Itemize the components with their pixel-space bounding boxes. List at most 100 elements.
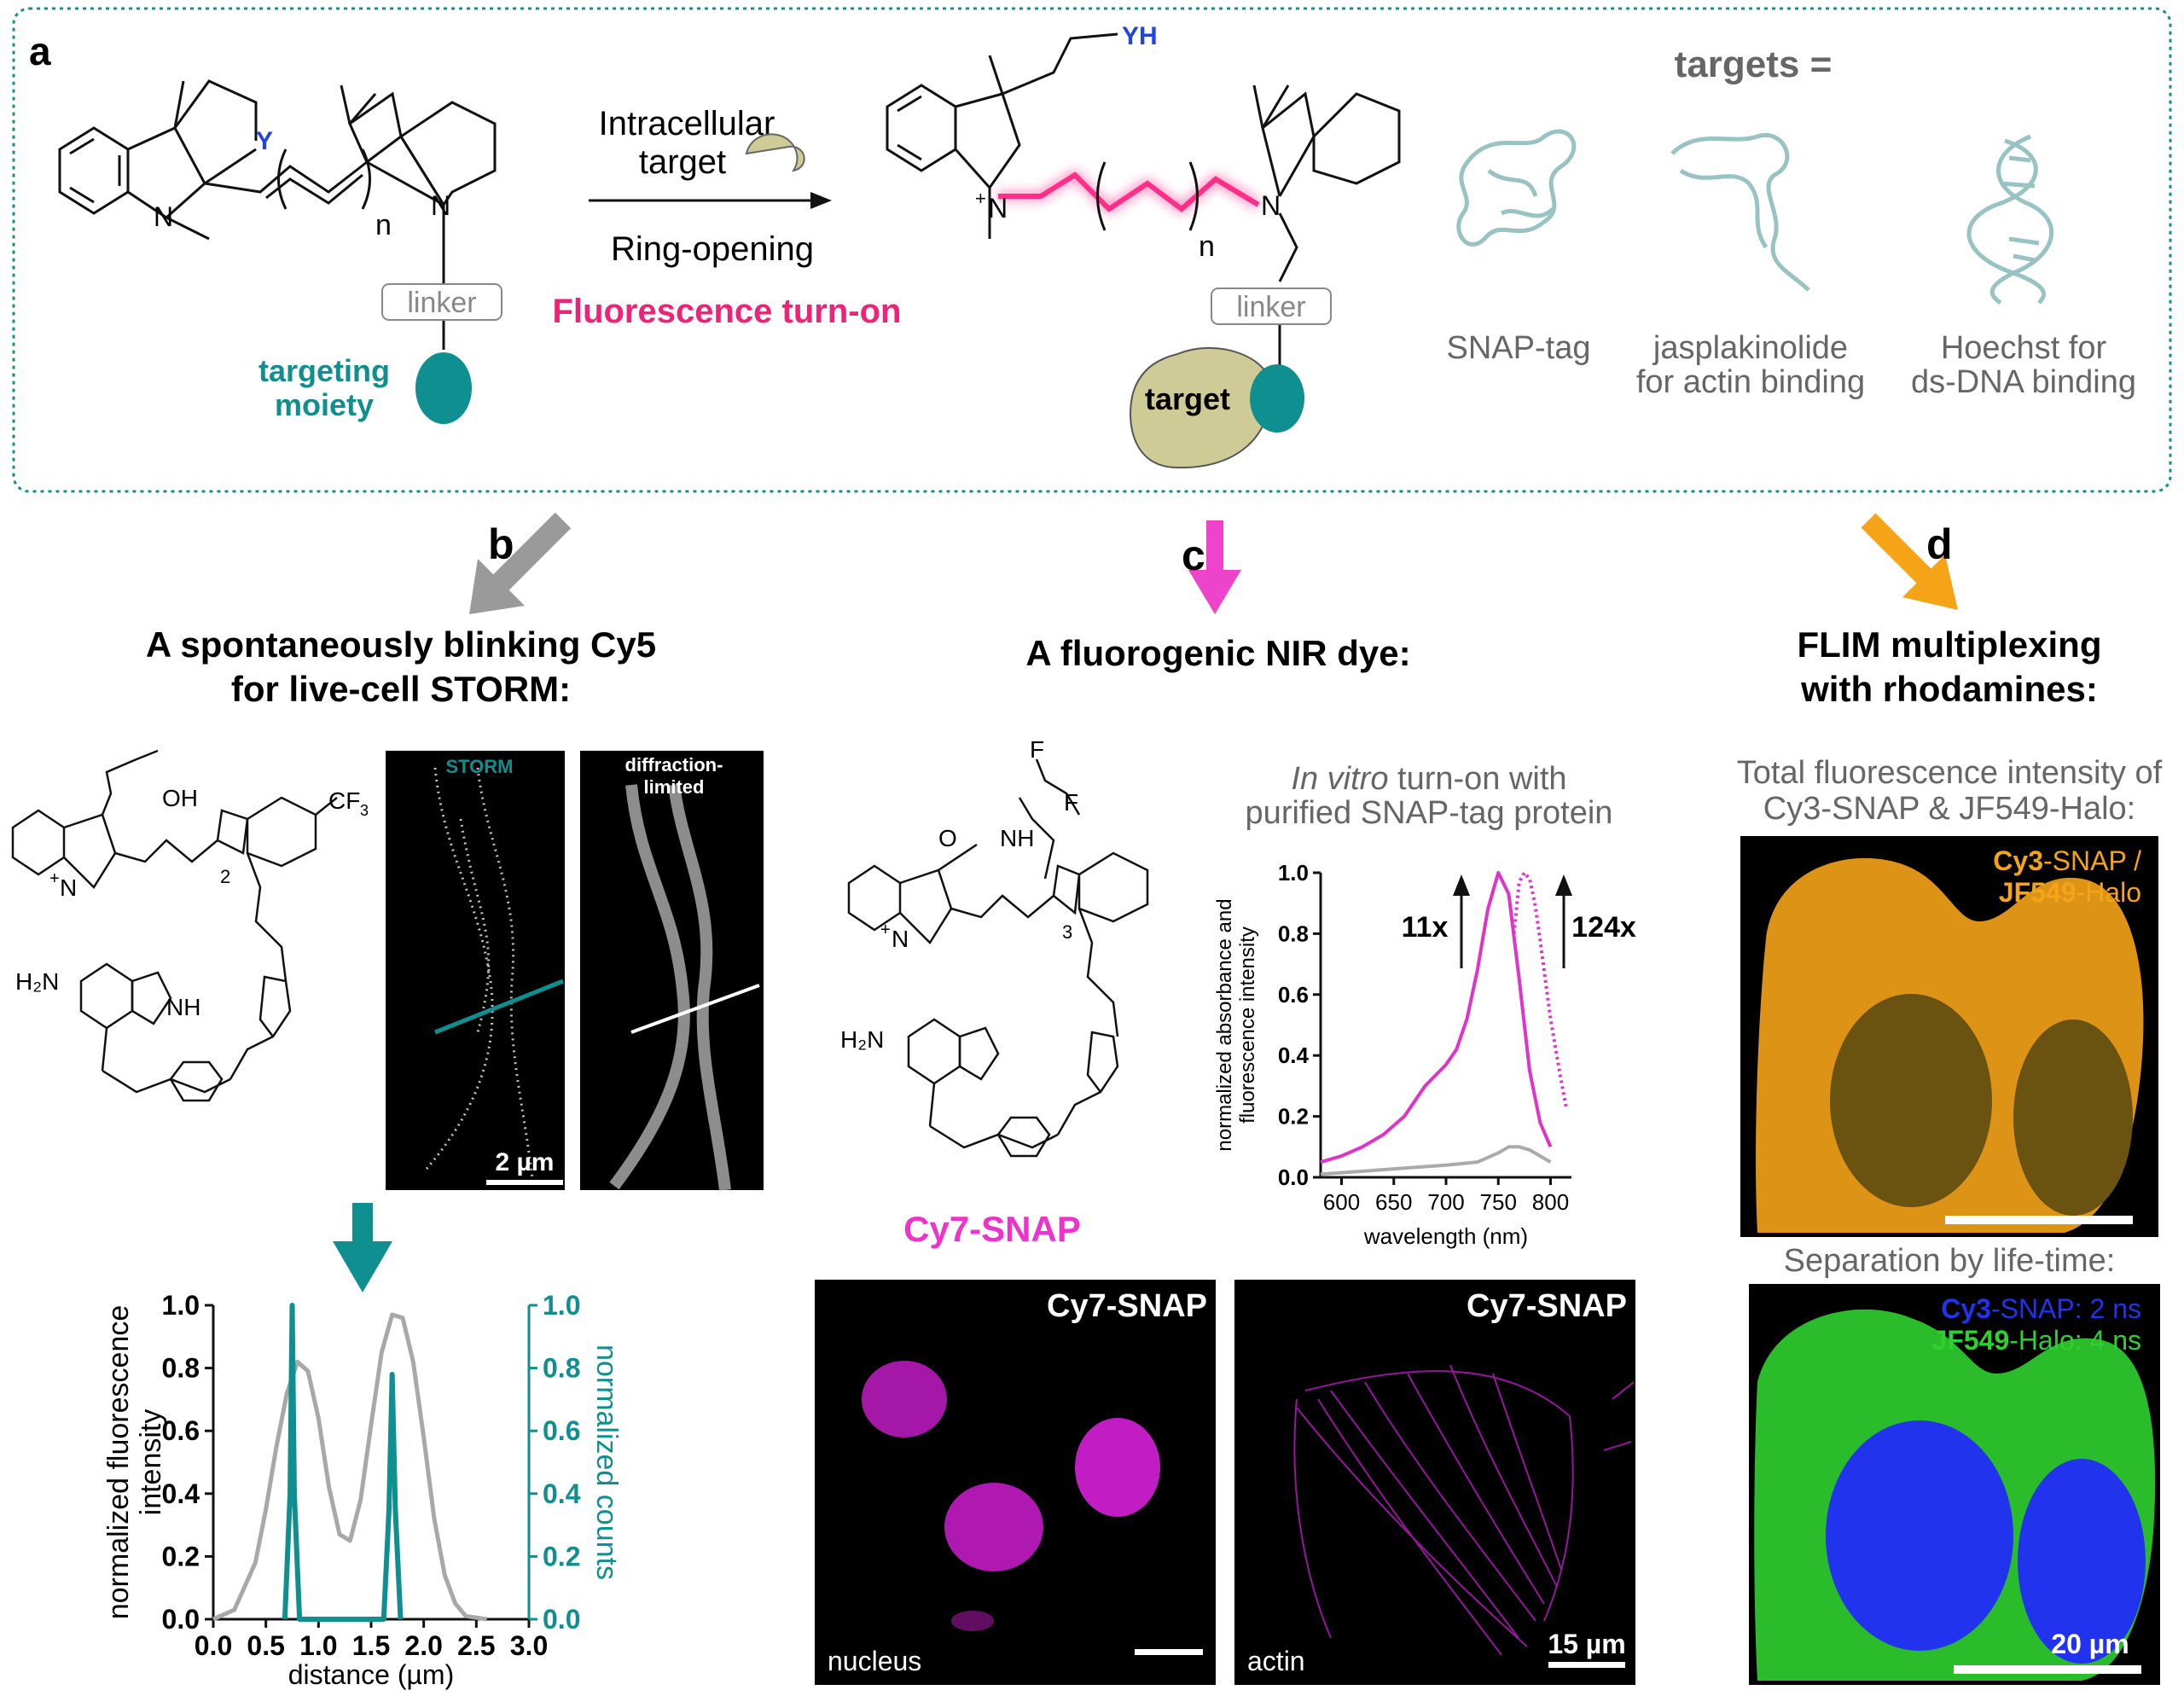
y-tick-label-left: 0.0: [162, 1604, 200, 1635]
right-molecule-bracket-left: [1096, 161, 1107, 231]
left-nitrogen-2: N: [431, 190, 450, 221]
cy7-o: O: [938, 825, 957, 851]
cy7-f2: F: [1064, 789, 1078, 816]
lifetime-nucleus-1: [1826, 1420, 2013, 1651]
right-nitrogen-plus: N: [988, 193, 1008, 224]
fluorescence-turn-on: Fluorescence turn-on: [553, 293, 902, 330]
snap-tag-structure-icon: [1456, 129, 1577, 247]
panel-b-title-line2: for live-cell STORM:: [231, 669, 571, 709]
spectrum-series-2: [1512, 871, 1568, 1108]
left-linker-box: [381, 283, 502, 321]
y-axis-label-line1: normalized absorbance and: [1213, 898, 1236, 1151]
x-tick-label: 2.5: [457, 1630, 495, 1661]
panel-b-arrow: [469, 512, 572, 614]
profile-series-2: [282, 1303, 404, 1622]
target-2-line1: jasplakinolide: [1653, 330, 1848, 366]
y-tick-label-left: 1.0: [162, 1290, 200, 1321]
x-axis-label: wavelength (nm): [1363, 1223, 1528, 1249]
x-tick-label: 0.0: [195, 1630, 232, 1661]
teal-down-arrow: [333, 1203, 392, 1292]
intracellular-target-icon: [745, 133, 805, 172]
cy5-oh: OH: [162, 785, 198, 811]
storm-profile-line: [434, 979, 564, 1035]
lifetime-label-1: Cy3-SNAP: 2 ns: [1941, 1293, 2141, 1324]
cy7-h2n: H₂N: [840, 1026, 884, 1053]
y-tick-label-right: 0.8: [543, 1353, 580, 1384]
inset-title-line2: purified SNAP-tag protein: [1246, 795, 1613, 831]
y-tick-label-left: 0.4: [162, 1478, 200, 1509]
panel-d-subtitle-line1: Total fluorescence intensity of: [1737, 755, 2163, 791]
cy5-cf3: CF: [328, 787, 360, 814]
profile-series-1: [212, 1312, 488, 1622]
target-2-line2: for actin binding: [1636, 364, 1865, 400]
panel-a-letter: a: [29, 29, 51, 73]
intensity-nucleus-2: [2013, 1019, 2133, 1216]
y-tick-label-right: 0.6: [543, 1415, 580, 1446]
actin-scale-label: 15 µm: [1548, 1629, 1625, 1659]
cy7-structure: [847, 758, 1149, 1158]
inset-title-italic: In vitro: [1291, 761, 1388, 797]
cy7-f1: F: [1030, 736, 1044, 763]
x-tick-label: 600: [1323, 1189, 1360, 1215]
separation-label: Separation by life-time:: [1784, 1243, 2116, 1279]
cy7-nplus: N: [892, 926, 909, 952]
cy5-n-sub: 2: [220, 866, 230, 887]
y-tick-label-right: 1.0: [543, 1290, 580, 1321]
y-tick-label-right: 0.2: [543, 1541, 580, 1571]
cy7-plus: +: [880, 921, 891, 939]
diffraction-label-line1: diffraction-: [625, 754, 723, 775]
storm-image: [386, 751, 565, 1190]
y-axis-label-left-line1: normalized fluorescence: [102, 1305, 135, 1620]
storm-label: STORM: [445, 756, 513, 777]
storm-filaments: [425, 767, 535, 1187]
intensity-label-cy3: Cy3: [1993, 845, 2043, 876]
lifetime-scale-label: 20 µm: [2051, 1629, 2129, 1659]
actin-scale-bar: [1548, 1662, 1625, 1668]
y-tick-label: 1.0: [1278, 860, 1309, 886]
cy7-snap-name: Cy7-SNAP: [903, 1209, 1081, 1249]
right-linker-label: linker: [1236, 291, 1305, 323]
y-axis-label-left-line2: intensity: [135, 1409, 167, 1516]
diffraction-limited-image: [580, 751, 764, 1190]
y-axis-label-line2: fluorescence intensity: [1236, 926, 1259, 1124]
panel-d-letter: d: [1926, 520, 1953, 568]
right-n-subscript: n: [1199, 230, 1215, 263]
panel-d-subtitle-line2: Cy3-SNAP & JF549-Halo:: [1763, 791, 2135, 827]
x-tick-label: 3.0: [510, 1630, 548, 1661]
right-yh-label: YH: [1122, 22, 1158, 50]
left-n-subscript: n: [375, 209, 392, 241]
target-protein-shape: [1130, 346, 1273, 469]
cy7-n-sub: 3: [1062, 921, 1072, 943]
inset-title-line1: In vitro turn-on with: [1291, 761, 1566, 797]
spectrum-series-1: [1320, 871, 1553, 1165]
x-tick-label: 0.5: [247, 1630, 284, 1661]
right-linker-box: [1211, 288, 1332, 325]
targeting-moiety-circle: [415, 352, 472, 424]
spectrum-series-3: [1320, 1145, 1552, 1176]
y-tick-label: 0.0: [1278, 1165, 1309, 1190]
diffraction-label-line2: limited: [644, 776, 705, 798]
cy5-plus: +: [49, 869, 60, 888]
fold-arrow-right: [1555, 874, 1572, 968]
actin-structure-icon: [1670, 132, 1810, 292]
left-linker-label: linker: [407, 287, 476, 319]
x-tick-label: 2.0: [404, 1630, 442, 1661]
lifetime-scale-bar: [1954, 1665, 2141, 1674]
fold-left-label: 11x: [1402, 911, 1449, 944]
cy5-structure: [11, 749, 338, 1102]
right-plus-charge: +: [975, 188, 986, 209]
panel-c-letter: c: [1182, 531, 1205, 579]
intensity-label-line1: Cy3-SNAP /: [1993, 845, 2141, 876]
panel-d-arrow: [1861, 513, 1958, 610]
fold-arrow-left: [1453, 874, 1470, 968]
y-tick-label: 0.6: [1278, 982, 1309, 1008]
cy5-cf3-sub: 3: [360, 802, 369, 819]
x-tick-label: 700: [1427, 1189, 1464, 1215]
actin-fibers: [1293, 1364, 1635, 1656]
actin-caption: actin: [1247, 1646, 1305, 1676]
right-molecule-bracket-right: [1188, 161, 1199, 231]
x-axis-label: distance (µm): [288, 1659, 454, 1690]
fold-right-label: 124x: [1571, 911, 1636, 944]
arrow-top-line2: target: [639, 143, 726, 181]
